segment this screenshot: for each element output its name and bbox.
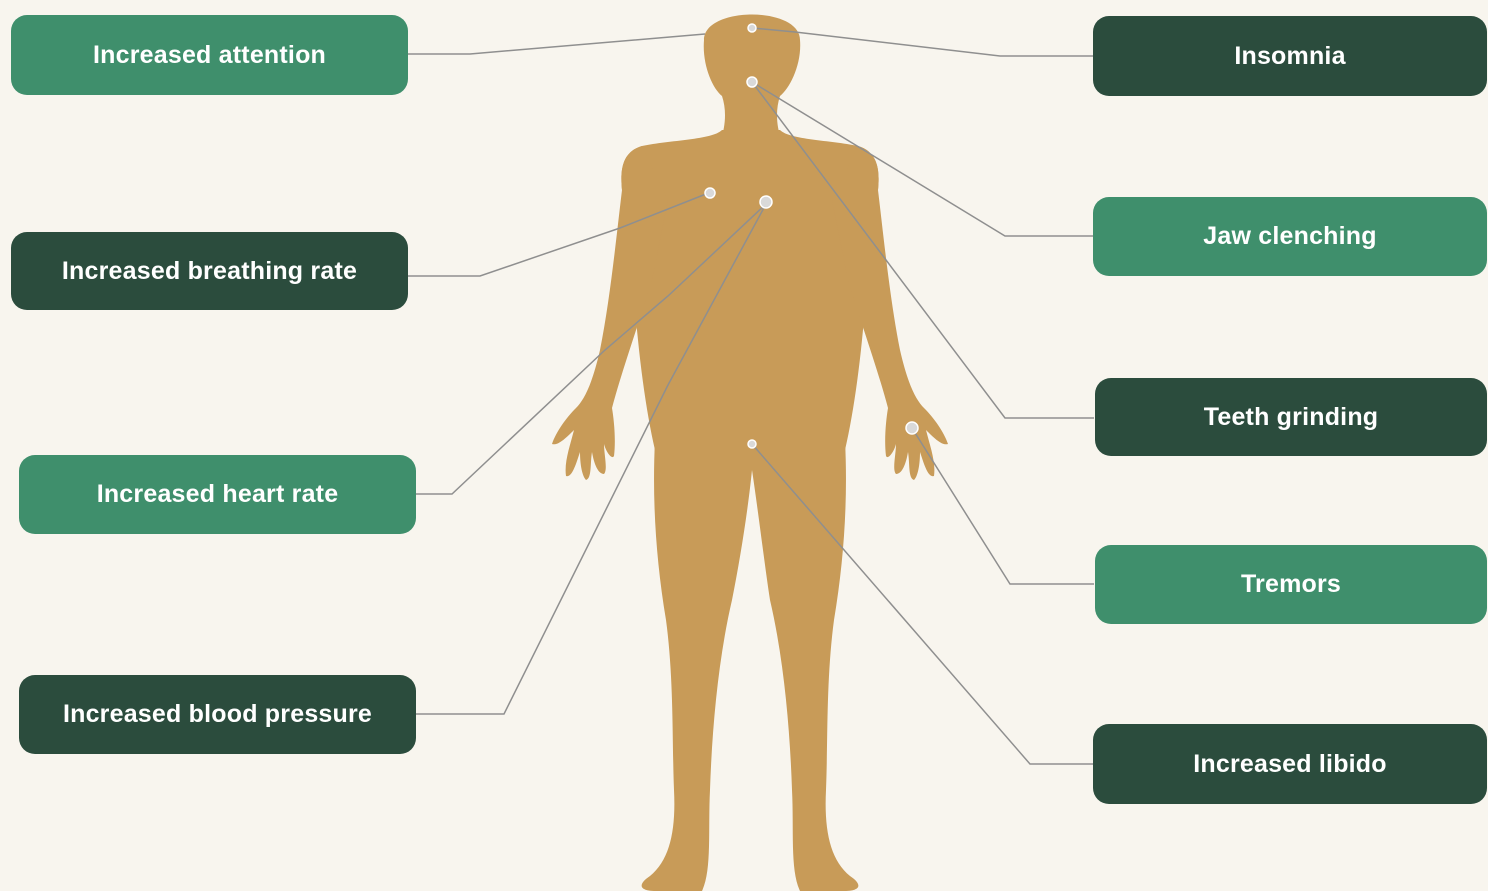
- marker-lungs: [705, 188, 715, 198]
- label-increased-attention: Increased attention: [11, 15, 408, 95]
- label-increased-blood-pressure: Increased blood pressure: [19, 675, 416, 754]
- connector-increased-attention: [408, 34, 705, 54]
- marker-head: [748, 24, 756, 32]
- marker-heart: [760, 196, 772, 208]
- label-jaw-clenching: Jaw clenching: [1093, 197, 1487, 276]
- marker-jaw: [747, 77, 757, 87]
- connector-tremors: [912, 428, 1094, 584]
- connector-insomnia: [752, 28, 1094, 56]
- label-insomnia: Insomnia: [1093, 16, 1487, 96]
- label-teeth-grinding: Teeth grinding: [1095, 378, 1487, 456]
- marker-hand: [906, 422, 918, 434]
- legs: [642, 440, 859, 891]
- human-body-silhouette: [552, 15, 948, 891]
- label-increased-heart-rate: Increased heart rate: [19, 455, 416, 534]
- label-increased-breathing-rate: Increased breathing rate: [11, 232, 408, 310]
- marker-groin: [748, 440, 756, 448]
- label-increased-libido: Increased libido: [1093, 724, 1487, 804]
- label-tremors: Tremors: [1095, 545, 1487, 624]
